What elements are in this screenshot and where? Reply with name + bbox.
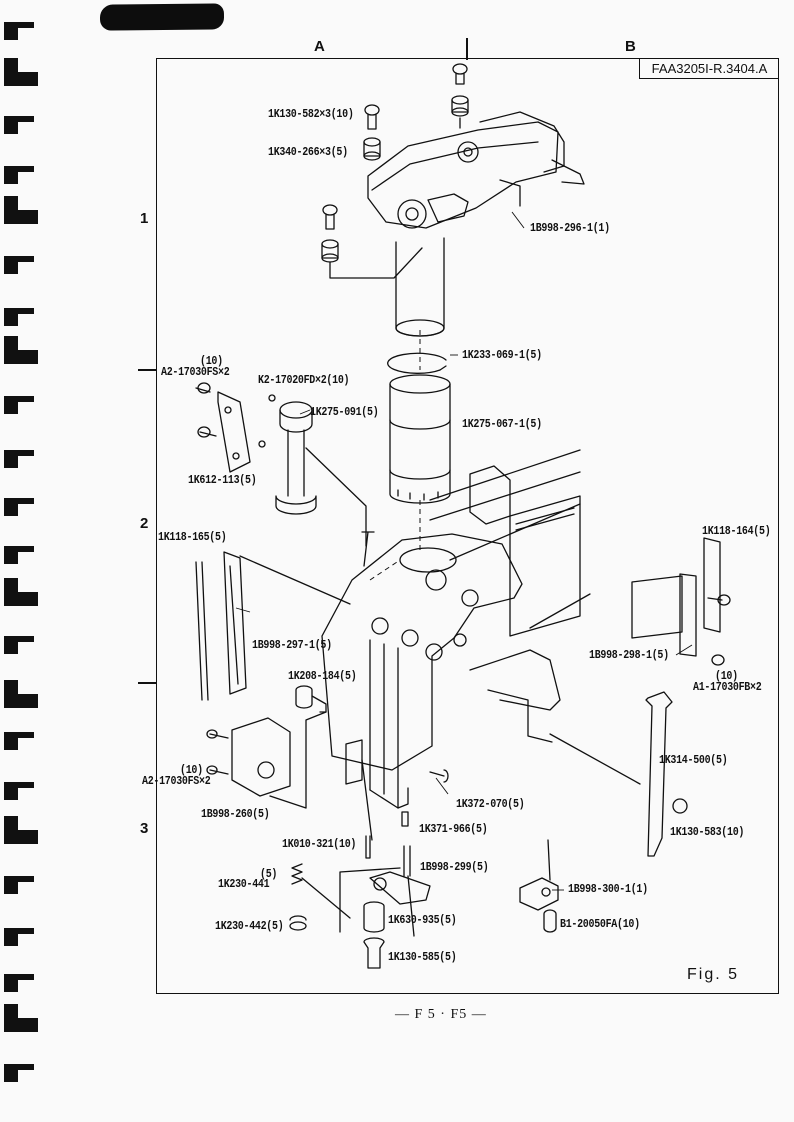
grid-row-3: 3 bbox=[140, 820, 149, 837]
part-label: 1K275-091(5) bbox=[310, 407, 379, 420]
part-label: 1B998-299(5) bbox=[420, 862, 489, 875]
part-label: K2-17020FD×2(10) bbox=[258, 375, 350, 388]
document-code: FAA3205I-R.3404.A bbox=[639, 59, 779, 79]
part-label: 1K130-582×3(10) bbox=[268, 109, 354, 122]
grid-row-2: 2 bbox=[140, 515, 149, 532]
grid-divider-tick bbox=[466, 38, 468, 60]
part-label: 1K630-935(5) bbox=[388, 915, 457, 928]
part-label: 1B998-260(5) bbox=[201, 809, 270, 822]
grid-row-tick bbox=[138, 369, 156, 371]
part-label: 1K230-442(5) bbox=[215, 921, 284, 934]
part-label: 1K130-585(5) bbox=[388, 952, 457, 965]
part-label: A2-17030FS×2 bbox=[142, 776, 211, 789]
part-label: 1K314-500(5) bbox=[659, 755, 728, 768]
part-label: 1B998-300-1(1) bbox=[568, 884, 648, 897]
figure-label: Fig. 5 bbox=[687, 966, 740, 983]
binder-margin bbox=[4, 22, 38, 1082]
part-label: (10) bbox=[180, 765, 203, 778]
part-label: B1-20050FA(10) bbox=[560, 919, 640, 932]
part-label: 1K612-113(5) bbox=[188, 475, 257, 488]
part-label: 1K130-583(10) bbox=[670, 827, 745, 840]
part-label: 1K340-266×3(5) bbox=[268, 147, 348, 160]
part-label: 1B998-297-1(5) bbox=[252, 640, 332, 653]
part-label: 1K230-441 bbox=[218, 879, 270, 892]
grid-column-b: B bbox=[625, 38, 636, 55]
part-label: 1K371-966(5) bbox=[419, 824, 488, 837]
part-label: A1-17030FB×2 bbox=[693, 682, 762, 695]
part-label: 1K233-069-1(5) bbox=[462, 350, 542, 363]
part-label: 1B998-298-1(5) bbox=[589, 650, 669, 663]
part-label: 1K208-184(5) bbox=[288, 671, 357, 684]
part-label: A2-17030FS×2 bbox=[161, 367, 230, 380]
part-label: 1K118-165(5) bbox=[158, 532, 227, 545]
grid-row-tick bbox=[138, 682, 156, 684]
part-label: 1K118-164(5) bbox=[702, 526, 771, 539]
grid-column-a: A bbox=[314, 38, 325, 55]
part-label: (5) bbox=[260, 869, 278, 882]
part-label: 1B998-296-1(1) bbox=[530, 223, 610, 236]
grid-row-1: 1 bbox=[140, 210, 149, 227]
part-label: (10) bbox=[715, 671, 738, 684]
part-label: 1K010-321(10) bbox=[282, 839, 357, 852]
drawing-frame bbox=[156, 58, 779, 994]
part-label: (10) bbox=[200, 356, 223, 369]
part-label: 1K275-067-1(5) bbox=[462, 419, 542, 432]
screw-icon bbox=[451, 63, 469, 129]
part-label: 1K372-070(5) bbox=[456, 799, 525, 812]
page-footer: — F 5 · F5 — bbox=[395, 1007, 487, 1022]
